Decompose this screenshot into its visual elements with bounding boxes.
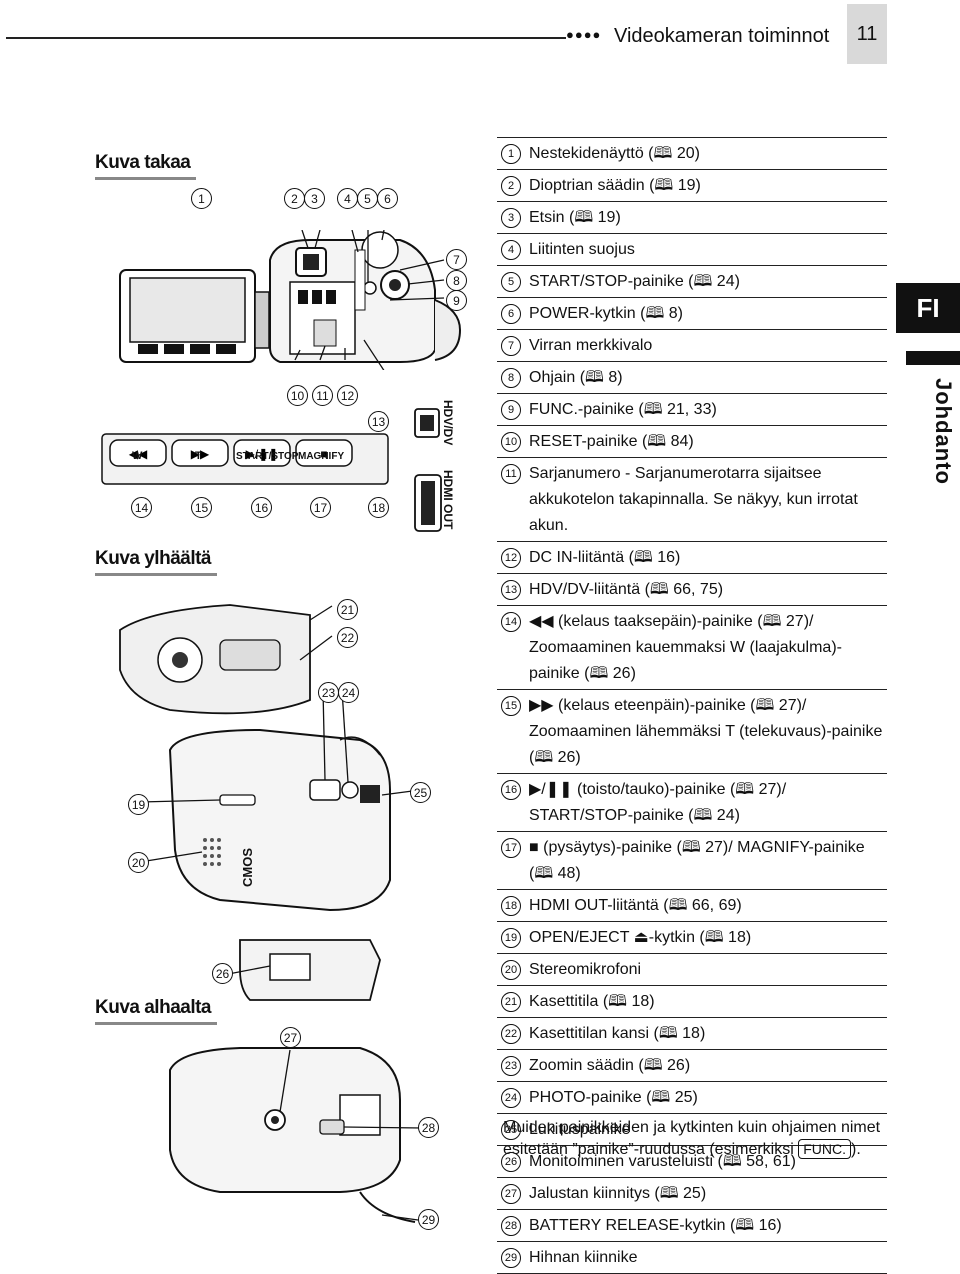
callout-12: 12 <box>337 385 358 406</box>
page-number: 11 <box>847 4 887 64</box>
callout-4: 4 <box>337 188 358 209</box>
callout-14: 14 <box>131 497 152 518</box>
cmos-label: CMOS <box>240 848 255 887</box>
section-heading-bottom: Kuva alhaalta <box>95 997 217 1025</box>
svg-text:■: ■ <box>320 447 327 461</box>
header-rule <box>6 37 566 39</box>
callout-18: 18 <box>368 497 389 518</box>
jack-illustrations <box>414 408 442 532</box>
callout-6: 6 <box>377 188 398 209</box>
list-item: 14◀◀ (kelaus taaksepäin)-painike (🕮 27)/… <box>497 605 887 689</box>
top-view-illustration <box>119 604 421 912</box>
callout-17: 17 <box>310 497 331 518</box>
callout-3: 3 <box>304 188 325 209</box>
footnote-suffix: ). <box>851 1141 861 1158</box>
callout-29: 29 <box>418 1209 439 1230</box>
list-item: 17■ (pysäytys)-painike (🕮 27)/ MAGNIFY-p… <box>497 831 887 889</box>
callout-1: 1 <box>191 188 212 209</box>
callout-21: 21 <box>337 599 358 620</box>
footnote-text: Muiden painikkeiden ja kytkinten kuin oh… <box>503 1119 881 1158</box>
back-view-illustration <box>119 230 462 370</box>
callout-8: 8 <box>446 270 467 291</box>
button-strip-illustration: ◀◀ ▶▶ ▶/❚❚ ■ <box>101 433 389 485</box>
side-rule <box>906 351 960 365</box>
section-side-label: Johdanto <box>931 378 956 485</box>
section-heading-top: Kuva ylhäältä <box>95 548 217 576</box>
func-button-example: FUNC. <box>798 1139 852 1159</box>
callout-22: 22 <box>337 627 358 648</box>
header-dots: ●●●● <box>566 27 602 42</box>
callout-9: 9 <box>446 290 467 311</box>
callout-27: 27 <box>280 1027 301 1048</box>
language-tab: FI <box>896 283 960 333</box>
footnote: Muiden painikkeiden ja kytkinten kuin oh… <box>503 1117 883 1161</box>
callout-13: 13 <box>368 411 389 432</box>
callout-26: 26 <box>212 963 233 984</box>
svg-text:▶/❚❚: ▶/❚❚ <box>246 447 279 461</box>
callout-28: 28 <box>418 1117 439 1138</box>
button-t-label: T <box>195 450 202 462</box>
bottom-view-illustration <box>169 939 423 1223</box>
callout-2: 2 <box>284 188 305 209</box>
page-header-title: Videokameran toiminnot <box>614 25 830 47</box>
section-heading-back: Kuva takaa <box>95 152 197 180</box>
hdv-dv-label: HDV/DV <box>441 400 455 446</box>
callout-11: 11 <box>312 385 333 406</box>
button-w-label: W <box>132 450 143 462</box>
callout-7: 7 <box>446 249 467 270</box>
callout-20: 20 <box>128 852 149 873</box>
svg-text:▶▶: ▶▶ <box>191 447 210 461</box>
callout-19: 19 <box>128 794 149 815</box>
list-item: 16▶/❚❚ (toisto/tauko)-painike (🕮 27)/ ST… <box>497 773 887 831</box>
callout-25: 25 <box>410 782 431 803</box>
callout-5: 5 <box>357 188 378 209</box>
callout-16: 16 <box>251 497 272 518</box>
button-stop-label: MAGNIFY <box>298 451 345 462</box>
hdmi-out-label: HDMI OUT <box>441 470 455 530</box>
svg-text:◀◀: ◀◀ <box>129 447 148 461</box>
callout-24: 24 <box>338 682 359 703</box>
button-play-label: START/STOP <box>236 451 299 462</box>
list-item: 15▶▶ (kelaus eteenpäin)-painike (🕮 27)/ … <box>497 689 887 773</box>
callout-23: 23 <box>318 682 339 703</box>
callout-15: 15 <box>191 497 212 518</box>
callout-10: 10 <box>287 385 308 406</box>
